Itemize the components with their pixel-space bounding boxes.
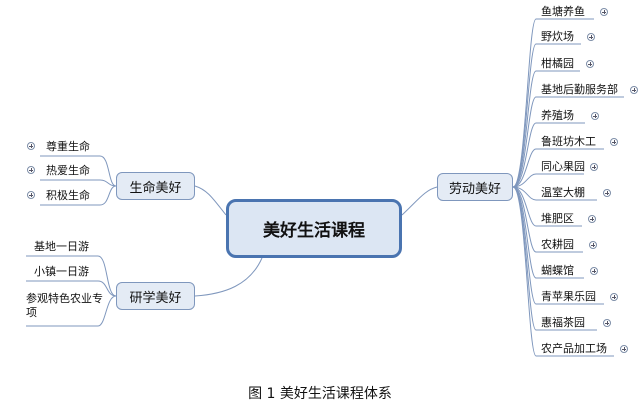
leaf-life-2[interactable]: 热爱生命 [46,164,90,177]
leaf-labor-11[interactable]: 蝴蝶馆 [541,264,574,277]
leaf-labor-3[interactable]: 柑橘园 [541,57,574,70]
leaf-life-1[interactable]: 尊重生命 [46,140,90,153]
leaf-labor-2[interactable]: 野炊场 [541,30,574,43]
leaf-labor-10[interactable]: 农耕园 [541,238,574,251]
branch-life[interactable]: 生命美好 [116,172,195,200]
connector-life-3 [40,185,117,206]
connector-center-study [194,257,263,297]
connector-study-3 [26,295,117,327]
connector-center-labor [401,186,438,216]
connector-labor-8 [512,186,597,201]
connector-center-life [194,185,227,216]
root-node[interactable]: 美好生活课程 [226,199,402,258]
plus-circle-icon[interactable] [590,163,598,171]
figure-caption: 图 1 美好生活课程体系 [248,386,392,402]
connector-labor-2 [512,43,581,188]
leaf-labor-4[interactable]: 基地后勤服务部 [541,83,618,96]
leaf-study-1[interactable]: 基地一日游 [34,240,89,253]
plus-circle-icon[interactable] [603,319,611,327]
leaf-labor-14[interactable]: 农产品加工场 [541,342,607,355]
connector-labor-5 [512,122,585,188]
plus-circle-icon[interactable] [587,33,595,41]
leaf-life-3[interactable]: 积极生命 [46,189,90,202]
plus-circle-icon[interactable] [591,112,599,120]
leaf-labor-8[interactable]: 温室大棚 [541,186,585,199]
plus-circle-icon[interactable] [620,345,628,353]
plus-circle-icon[interactable] [27,191,35,199]
branch-labor[interactable]: 劳动美好 [437,173,513,201]
branch-study[interactable]: 研学美好 [116,282,195,310]
plus-circle-icon[interactable] [603,189,611,197]
leaf-study-3[interactable]: 参观特色农业专项 [26,292,103,319]
connector-life-2 [40,179,117,187]
leaf-labor-9[interactable]: 堆肥区 [541,212,574,225]
leaf-labor-7[interactable]: 同心果园 [541,160,585,173]
plus-circle-icon[interactable] [630,86,638,94]
leaf-labor-1[interactable]: 鱼塘养鱼 [541,5,585,18]
plus-circle-icon[interactable] [590,267,598,275]
leaf-labor-6[interactable]: 鲁班坊木工 [541,135,596,148]
plus-circle-icon[interactable] [588,215,596,223]
plus-circle-icon[interactable] [610,138,618,146]
connector-labor-6 [512,148,604,188]
leaf-study-2[interactable]: 小镇一日游 [34,265,89,278]
leaf-labor-5[interactable]: 养殖场 [541,109,574,122]
connector-life-1 [40,155,117,187]
connector-study-2 [26,280,117,297]
plus-circle-icon[interactable] [589,241,597,249]
connector-labor-7 [512,173,584,188]
leaf-labor-13[interactable]: 惠福茶园 [541,316,585,329]
connector-labor-3 [512,70,580,188]
plus-circle-icon[interactable] [27,142,35,150]
connector-labor-14 [512,186,614,357]
plus-circle-icon[interactable] [27,166,35,174]
connector-study-1 [26,255,117,297]
connector-labor-4 [512,96,624,188]
plus-circle-icon[interactable] [586,60,594,68]
leaf-labor-12[interactable]: 青苹果乐园 [541,290,596,303]
plus-circle-icon[interactable] [600,8,608,16]
plus-circle-icon[interactable] [610,293,618,301]
